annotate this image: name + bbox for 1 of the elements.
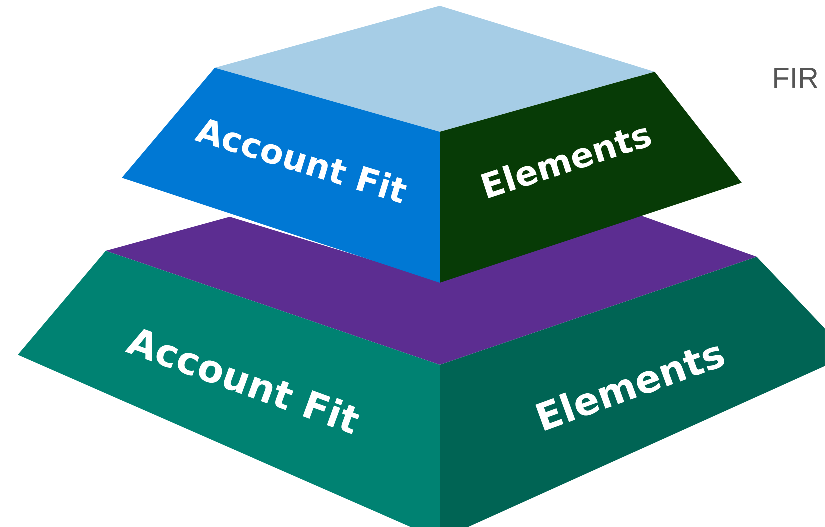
heading-text: FIR [774,68,818,88]
